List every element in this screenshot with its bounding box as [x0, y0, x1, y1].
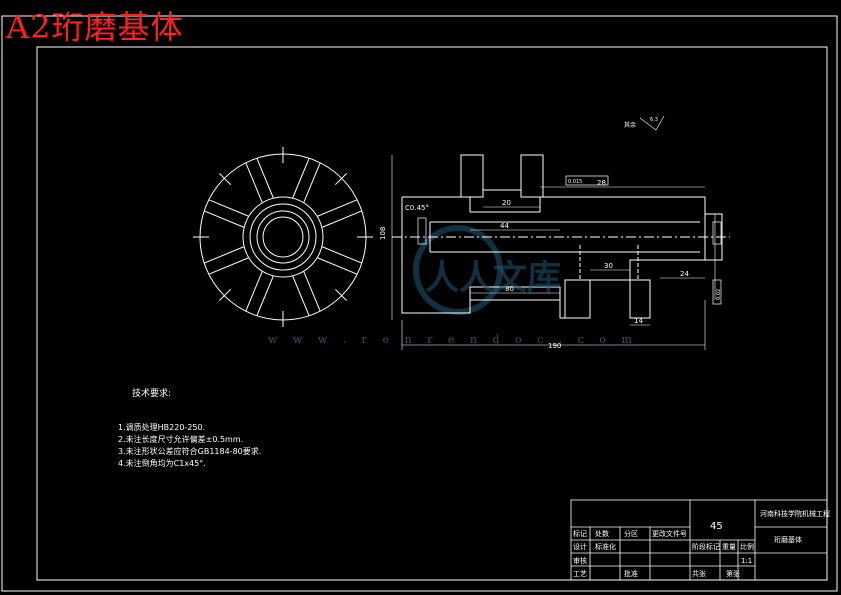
tb-label: 标准化	[595, 543, 616, 551]
end-view-key-line	[334, 173, 347, 186]
end-view-slot-line	[208, 199, 249, 217]
tb-label: 批准	[624, 570, 638, 578]
tb-label: 设计	[573, 543, 587, 551]
tb-label: 分区	[624, 530, 638, 538]
tolerance-side-value: 0.02	[716, 289, 722, 300]
watermark-url: w w w . r e n r e n d o c . c o m	[268, 333, 638, 346]
end-view-slot-line	[303, 271, 321, 312]
dimension-lines	[391, 115, 716, 350]
tb-label: 重量	[722, 543, 736, 551]
watermark-logo	[413, 225, 503, 315]
tb-label: 处数	[595, 530, 609, 538]
tolerance-frames	[417, 175, 722, 305]
drawing-title: A2珩磨基体	[6, 8, 184, 46]
tech-req-item: 3.未注形状公差应符合GB1184-80要求.	[118, 447, 262, 456]
end-view-slot-line	[256, 276, 274, 317]
end-view-slot-line	[203, 246, 244, 264]
school-label: 河南科技学院机械工程	[760, 510, 830, 518]
end-view-slot-line	[303, 162, 321, 203]
tolerance-top-value: 0.015	[568, 179, 582, 185]
title-block	[570, 499, 828, 581]
tb-label: 更改文件号	[652, 530, 687, 538]
end-view	[193, 147, 373, 327]
end-view-key-line	[334, 288, 347, 301]
end-view-slot-line	[322, 210, 363, 228]
tb-label: 工艺	[573, 570, 587, 578]
tb-label: 标记	[573, 530, 587, 538]
dim-d1: 20	[502, 199, 511, 207]
end-view-slot-line	[245, 271, 263, 312]
dim-d2: 44	[500, 222, 509, 230]
dim-d4: 30	[604, 262, 613, 270]
end-view-slot-line	[245, 162, 263, 203]
scale-label: 1:1	[741, 557, 753, 565]
end-view-slot-line	[317, 257, 358, 275]
end-view-slot-line	[292, 157, 310, 198]
inner-frame	[36, 46, 828, 581]
material-label: 45	[710, 521, 723, 532]
end-view-slot-line	[203, 210, 244, 228]
dim-total-length: 190	[548, 342, 561, 350]
end-view-slot-line	[292, 276, 310, 317]
end-view-slot-line	[256, 157, 274, 198]
end-view-key-line	[219, 288, 232, 301]
roughness-note: 其余	[624, 121, 636, 129]
end-view-slot-line	[208, 257, 249, 275]
end-view-slot-line	[322, 246, 363, 264]
tb-label: 审核	[573, 557, 587, 565]
dim-height: 108	[379, 227, 387, 240]
dim-d6: 14	[634, 317, 643, 325]
dim-chamfer: C0.45°	[405, 204, 429, 212]
tech-req-item: 1.调质处理HB220-250.	[118, 423, 206, 432]
shaft-front-view	[392, 154, 730, 319]
watermark-brand: 人人文库	[425, 258, 561, 298]
tb-label: 共张	[692, 570, 706, 578]
outer-frame	[1, 15, 838, 592]
roughness-value: 6.3	[650, 117, 658, 123]
end-view-key-line	[219, 173, 232, 186]
end-view-slot-line	[317, 199, 358, 217]
tech-req-item: 4.未注倒角均为C1x45°.	[118, 459, 206, 468]
dim-d3: 80	[505, 285, 514, 293]
dim-d7: 28	[597, 179, 606, 187]
technical-requirements: 技术要求: 1.调质处理HB220-250. 2.未注长度尺寸允许偏差±0.5m…	[118, 388, 261, 470]
part-name-label: 珩磨基体	[774, 536, 802, 544]
tb-label: 比例	[740, 543, 754, 551]
tb-label: 阶段标记	[692, 543, 720, 551]
dim-d5: 24	[680, 270, 689, 278]
tech-req-heading: 技术要求:	[132, 389, 172, 399]
tb-label: 第张	[726, 570, 740, 578]
tech-req-item: 2.未注长度尺寸允许偏差±0.5mm.	[118, 435, 244, 444]
